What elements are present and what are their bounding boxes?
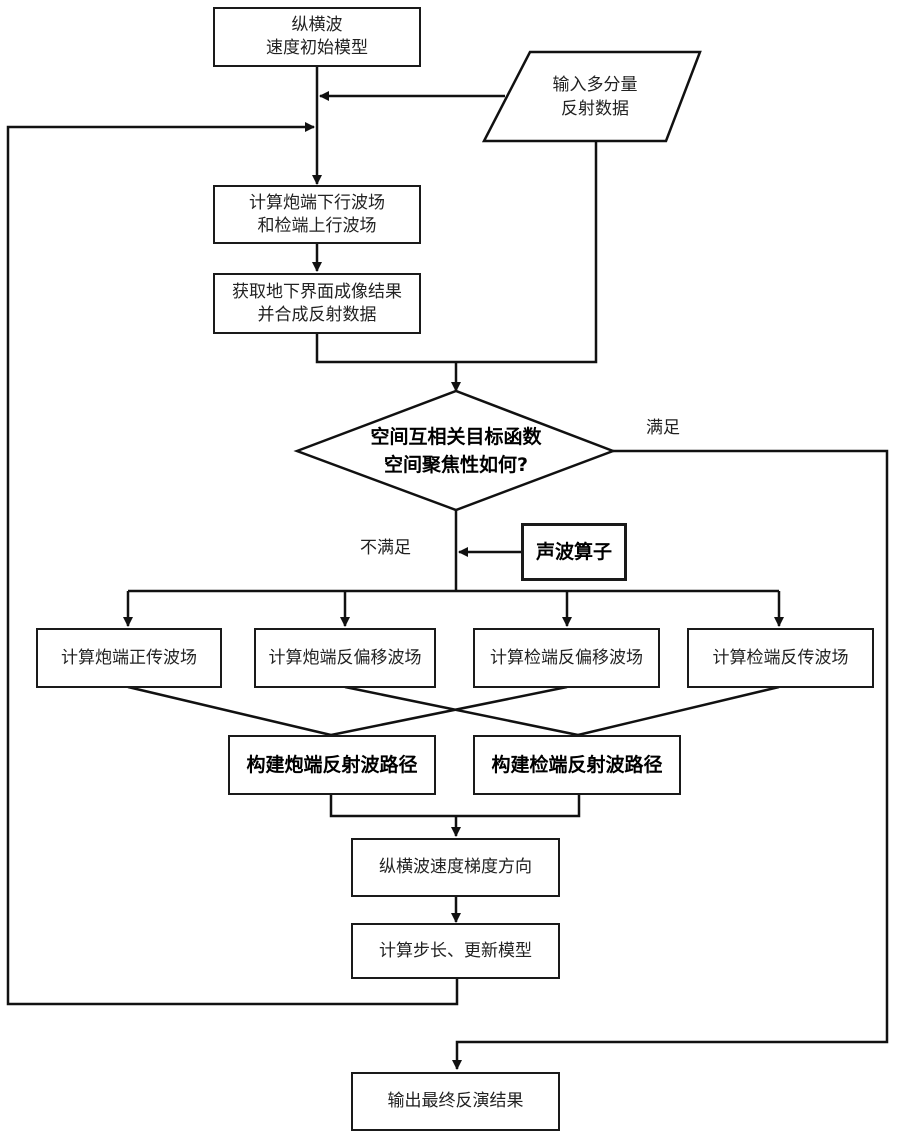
- node-compute-fields: 计算炮端下行波场 和检端上行波场: [213, 185, 421, 244]
- node-rcv-path: 构建检端反射波路径: [473, 735, 681, 795]
- node-decision: 空间互相关目标函数 空间聚焦性如何?: [330, 415, 582, 487]
- edge-rcv-demig-to-src-path: [331, 687, 567, 735]
- node-gradient: 纵横波速度梯度方向: [351, 838, 560, 897]
- edge-src-demig-to-rcv-path: [345, 687, 578, 735]
- node-acoustic-operator: 声波算子: [521, 523, 627, 581]
- node-rcv-back: 计算检端反传波场: [687, 628, 874, 688]
- node-initial-model: 纵横波 速度初始模型: [213, 7, 421, 67]
- node-src-demig: 计算炮端反偏移波场: [254, 628, 436, 688]
- node-output: 输出最终反演结果: [351, 1072, 560, 1131]
- edge-paths-merge: [331, 794, 579, 816]
- node-input-data: 输入多分量 反射数据: [505, 55, 685, 139]
- edge-label-not-satisfied: 不满足: [360, 533, 411, 558]
- node-src-path: 构建炮端反射波路径: [228, 735, 436, 795]
- node-rcv-demig: 计算检端反偏移波场: [473, 628, 660, 688]
- edge-rcv-back-to-rcv-path: [578, 687, 779, 735]
- node-src-forward: 计算炮端正传波场: [36, 628, 222, 688]
- node-imaging: 获取地下界面成像结果 并合成反射数据: [213, 273, 421, 334]
- edge-src-forward-to-src-path: [128, 687, 331, 735]
- node-update: 计算步长、更新模型: [351, 923, 560, 979]
- edge-label-satisfied: 满足: [646, 413, 680, 438]
